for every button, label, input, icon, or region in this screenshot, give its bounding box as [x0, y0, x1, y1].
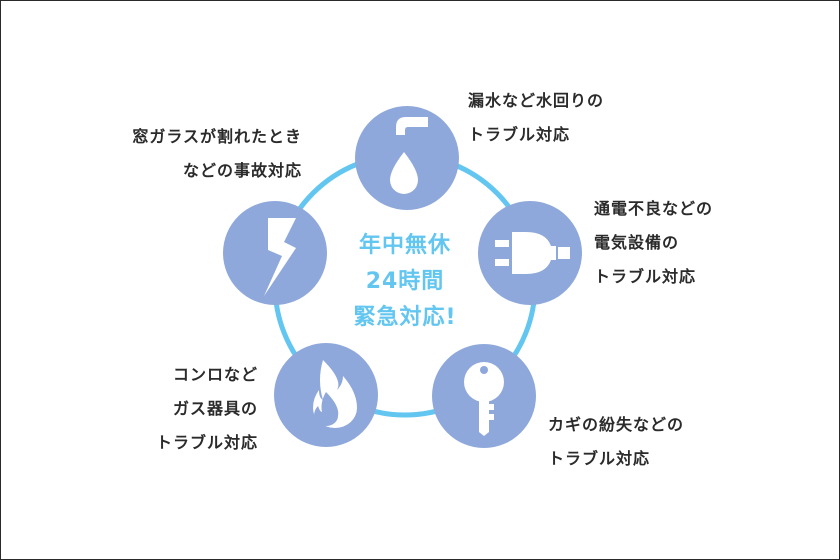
item-water [355, 106, 459, 210]
item-key [432, 344, 536, 448]
center-text: 年中無休 24時間 緊急対応! [330, 228, 480, 336]
label-line: 電気設備の [594, 233, 680, 252]
label-line: トラブル対応 [548, 449, 651, 468]
item-plug [478, 201, 582, 305]
label-water: 漏水など水回りの トラブル対応 [468, 84, 604, 152]
lightning-icon [264, 218, 296, 296]
label-line: ガス器具の [172, 399, 258, 418]
center-line: 年中無休 [358, 233, 451, 258]
label-line: 窓ガラスが割れたとき [132, 127, 302, 146]
label-line: などの事故対応 [182, 161, 302, 180]
label-line: カギの紛失などの [548, 415, 685, 434]
center-line: 緊急対応! [353, 305, 457, 330]
label-line: 通電不良などの [594, 199, 714, 218]
label-line: トラブル対応 [594, 267, 697, 286]
label-line: トラブル対応 [155, 433, 258, 452]
label-line: トラブル対応 [468, 125, 571, 144]
fire-icon [313, 360, 357, 428]
label-fire: コンロなど ガス器具の トラブル対応 [156, 358, 258, 460]
key-icon [464, 362, 504, 436]
item-fire [274, 343, 378, 447]
label-line: 漏水など水回りの [468, 91, 605, 110]
faucet-water-drop-icon [390, 117, 428, 194]
label-line: コンロなど [172, 365, 258, 384]
label-plug: 通電不良などの 電気設備の トラブル対応 [594, 192, 713, 294]
label-key: カギの紛失などの トラブル対応 [548, 408, 684, 476]
center-line: 24時間 [365, 269, 445, 294]
label-lightning: 窓ガラスが割れたとき などの事故対応 [132, 120, 302, 188]
electric-plug-icon [495, 232, 570, 274]
item-lightning [223, 201, 327, 305]
